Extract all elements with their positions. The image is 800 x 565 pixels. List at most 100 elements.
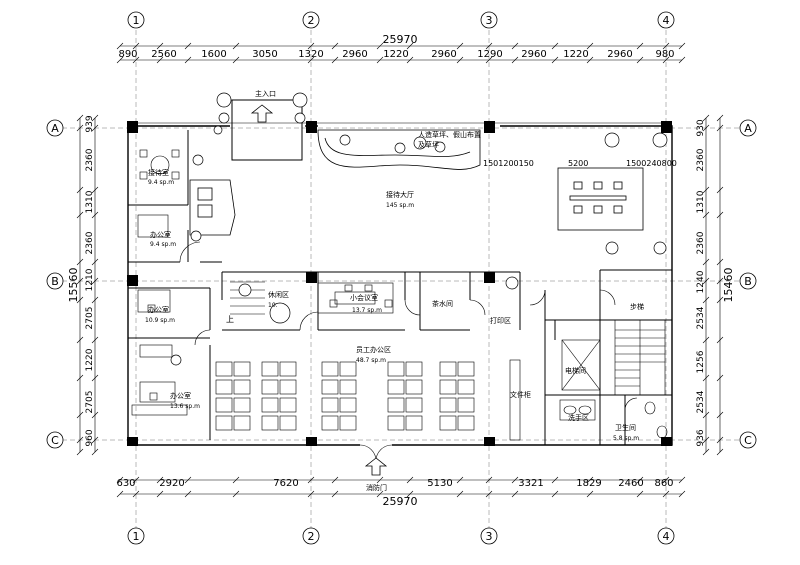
inner-dim: 5200 — [568, 159, 588, 168]
workstation-desk — [387, 415, 405, 431]
dimension-tick — [485, 42, 493, 50]
dimension-tick — [485, 490, 493, 498]
dim-left: 1220 — [85, 348, 95, 371]
dimension-lines — [79, 45, 721, 495]
dimension-tick — [511, 56, 519, 64]
dimension-tick — [716, 448, 724, 456]
grid-row-label: B — [744, 275, 752, 288]
dimension-tick — [331, 490, 339, 498]
total-width-bottom: 25970 — [383, 495, 418, 508]
dimension-tick — [116, 476, 124, 484]
label-staff-office-area: 48.7 sp.m — [356, 357, 386, 364]
label-main-entrance: 主入口 — [255, 89, 276, 98]
entrance-arrows — [250, 104, 388, 476]
dimension-tick — [702, 436, 710, 444]
workstation-desk — [215, 397, 233, 413]
dim-bottom: 630 — [116, 478, 135, 489]
workstation-desk — [261, 415, 279, 431]
dim-right: 1240 — [696, 270, 706, 293]
dimension-tick — [586, 42, 594, 50]
dim-left: 960 — [85, 429, 95, 446]
staff-desks — [215, 361, 475, 431]
workstation-desk — [279, 379, 297, 395]
dimension-tick — [636, 42, 644, 50]
dimension-tick — [406, 490, 414, 498]
dimension-tick — [485, 56, 493, 64]
dimension-tick — [456, 56, 464, 64]
inner-dim: 1501200150 — [483, 159, 534, 168]
dimension-tick — [76, 436, 84, 444]
dimension-tick — [662, 476, 670, 484]
dimension-tick — [132, 42, 140, 50]
dim-top: 1220 — [383, 49, 408, 60]
dimension-tick — [132, 56, 140, 64]
label-tea-room: 茶水间 — [432, 299, 453, 308]
label-rockery: 人造草坪、假山布置 — [418, 130, 481, 139]
label-fire-exit: 消防门 — [366, 483, 387, 492]
grid-labels: 1 2 3 4 1 2 3 4 A B C A B C — [51, 14, 752, 543]
door-swings — [179, 241, 638, 462]
inner-dim: 1500240800 — [626, 159, 677, 168]
dimension-tick — [91, 277, 99, 285]
workstation-desk — [233, 379, 251, 395]
dimension-tick — [511, 42, 519, 50]
dimension-tick — [184, 42, 192, 50]
grid-row-label: A — [51, 122, 59, 135]
label-lobby-area: 145 sp.m — [386, 202, 414, 209]
dimension-tick — [511, 490, 519, 498]
dimension-tick — [156, 42, 164, 50]
dimension-tick — [184, 56, 192, 64]
dim-left: 2360 — [85, 231, 95, 254]
dim-top: 890 — [118, 49, 137, 60]
dim-top: 1290 — [477, 49, 502, 60]
label-file-cabinet: 文件柜 — [510, 390, 531, 399]
dimension-tick — [586, 490, 594, 498]
dimension-tick — [551, 42, 559, 50]
lobby-table — [557, 167, 644, 231]
dimension-tick — [511, 476, 519, 484]
workstation-desk — [457, 397, 475, 413]
workstation-desk — [439, 361, 457, 377]
dim-top: 1320 — [298, 49, 323, 60]
dimension-tick — [551, 476, 559, 484]
dimension-tick — [456, 42, 464, 50]
dimension-tick — [76, 211, 84, 219]
dimension-tick — [716, 211, 724, 219]
grid-col-label: 1 — [133, 530, 140, 543]
dim-right: 2534 — [696, 390, 706, 413]
dimension-tick — [91, 211, 99, 219]
label-office-lower-area: 13.6 sp.m — [170, 403, 200, 410]
dimension-tick — [702, 336, 710, 344]
dimension-tick — [716, 277, 724, 285]
dimension-tick — [406, 56, 414, 64]
grid-col-label: 3 — [486, 530, 493, 543]
total-height-right: 15460 — [722, 268, 735, 303]
label-restroom-area: 5.8 sp.m — [613, 435, 639, 442]
workstation-desk — [233, 397, 251, 413]
dimension-tick — [232, 476, 240, 484]
dimension-tick — [702, 186, 710, 194]
dimension-tick — [702, 296, 710, 304]
dimension-tick — [678, 490, 686, 498]
workstation-desk — [215, 379, 233, 395]
workstation-desk — [457, 361, 475, 377]
dimension-tick — [91, 296, 99, 304]
dimension-tick — [307, 476, 315, 484]
dimension-tick — [586, 476, 594, 484]
dimension-tick — [406, 42, 414, 50]
dimension-tick — [702, 277, 710, 285]
dim-left: 939 — [85, 115, 95, 132]
dimension-tick — [76, 296, 84, 304]
workstation-desk — [405, 397, 423, 413]
dim-right: 2360 — [696, 231, 706, 254]
label-office-upper: 办公室 — [150, 230, 171, 239]
workstation-desk — [233, 415, 251, 431]
dimension-tick — [91, 124, 99, 132]
dimension-tick — [376, 56, 384, 64]
dimension-tick — [331, 476, 339, 484]
total-height-left: 15560 — [67, 268, 80, 303]
inner-dimensions: 1501200150 5200 1500240800 — [483, 159, 677, 168]
dimension-tick — [636, 490, 644, 498]
dimension-tick — [232, 56, 240, 64]
dimension-tick — [156, 476, 164, 484]
